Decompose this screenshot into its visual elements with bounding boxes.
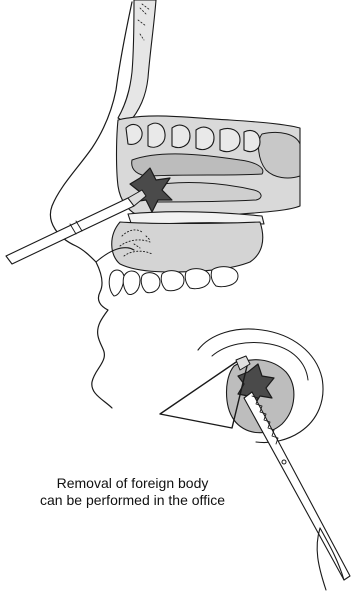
sagittal-nasal-section xyxy=(6,0,300,408)
caption-line-1: Removal of foreign body xyxy=(0,475,265,492)
upper-teeth xyxy=(109,267,238,296)
caption: Removal of foreign body can be performed… xyxy=(0,475,265,509)
inset-removal-view xyxy=(160,329,350,590)
caption-line-2: can be performed in the office xyxy=(0,492,265,509)
frontal-nasal-bone xyxy=(118,0,156,124)
forceps-hinge xyxy=(282,460,286,464)
